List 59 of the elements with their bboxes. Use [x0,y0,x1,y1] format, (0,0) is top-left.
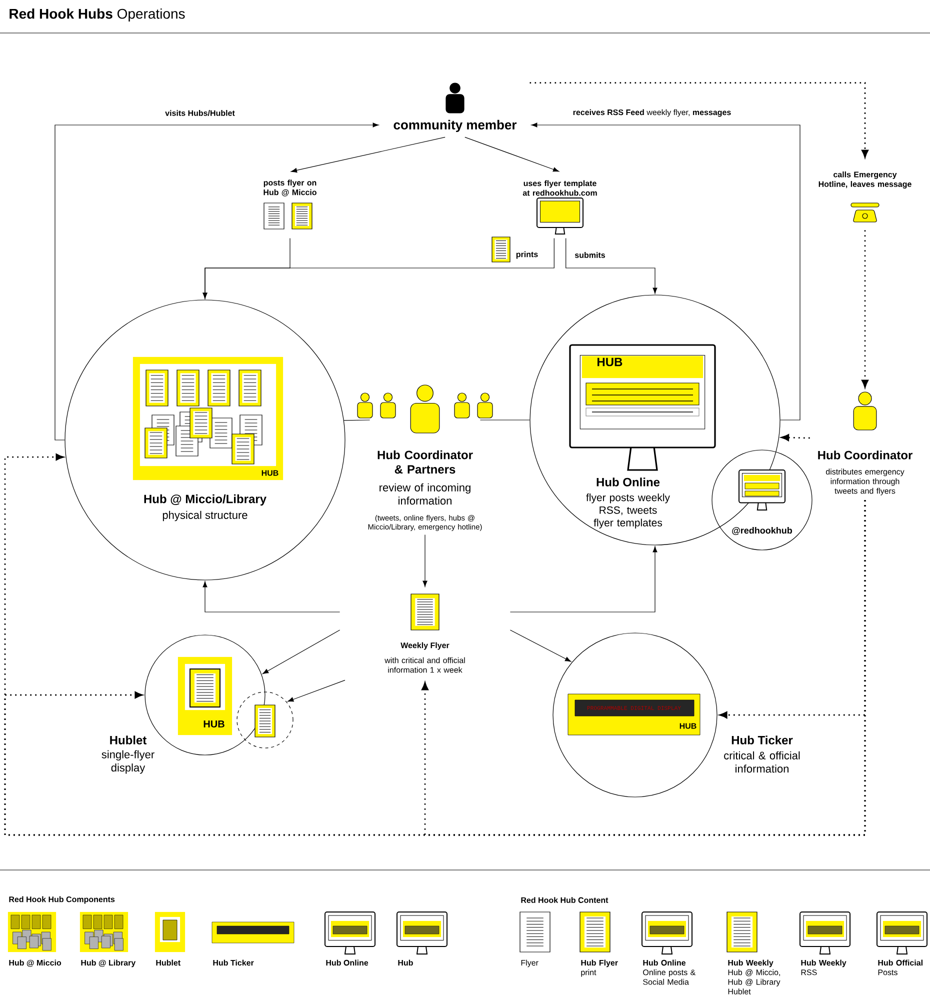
legend-label: Hub Official Posts [878,960,922,976]
section-heading: Red Hook Hub Content [521,897,608,903]
legend-label: Hub Online Online posts & Social Media [643,960,696,985]
legend-label: Hub Ticker [213,960,254,966]
legend-label: Hub @ Library [81,960,136,968]
legend-label: Hub Weekly Hub @ Miccio, Hub @ Library Hublet [728,960,780,994]
legend-label: Hub Weekly RSS [801,960,846,976]
legend-label: Flyer [521,960,538,968]
hub-lettering: HUB [262,470,278,476]
node-heading: Hub Coordinator & Partners [378,450,473,474]
arrow [862,230,868,388]
edge-label: prints [515,250,539,260]
node-heading: Hub @ Miccio/Library [144,494,266,506]
hub-lettering: HUB [204,720,224,728]
arrow [781,434,810,442]
arrow [202,581,340,612]
arrow [422,534,428,587]
node-text: uses flyer template at redhookhub.com [522,180,597,196]
arrow [531,122,800,420]
legend-label: Hub Online [326,960,368,966]
arrow [422,500,866,836]
node-text: critical & official information [724,751,800,773]
arrow [566,238,658,294]
connector-line [344,420,370,421]
node-heading: Hublet [110,736,147,744]
node-text: community member [394,120,517,132]
node-heading: Hub Coordinator [818,450,912,460]
hub-lettering: HUB [680,723,696,729]
arrow [464,136,560,172]
title: Red Hook Hubs Operations [10,8,185,22]
node-text: distributes emergency information through tweets and flyers [826,468,904,496]
legend-label: Hublet [156,960,180,966]
legend-label: Hub @ Miccio [9,960,62,967]
node-heading: Hub Ticker [732,736,793,744]
legend-label: Hub [398,960,413,966]
section-heading: Red Hook Hub Components [9,896,115,904]
node-text: single-flyer display [102,750,154,774]
arrow [262,630,340,674]
node-text: calls Emergency Hotline, leaves message [818,171,912,189]
node-text: review of incoming information [380,483,470,505]
arrow [510,546,658,612]
node-heading: Hub Online [596,478,660,486]
legend-label: Hub Flyer print [581,960,618,977]
arrow [54,122,379,440]
node-text: with critical and official information 1 x week [384,657,465,673]
edge-label: submits [574,252,606,258]
arrow [510,630,572,662]
arrow [290,136,446,173]
node-text: posts flyer on Hub @ Miccio [264,180,316,196]
arrow [288,680,346,702]
arrow [530,82,868,158]
hub-lettering: HUB [598,358,622,366]
arrow [202,238,554,299]
node-text: @redhookhub [732,527,792,535]
node-text: flyer posts weekly RSS, tweets flyer templates [586,494,670,528]
edge-label: visits Hubs/Hublet [164,110,236,116]
node-text: physical structure [162,510,248,522]
edge-label: receives RSS Feed weekly flyer, messages [572,108,732,118]
node-heading: Weekly Flyer [400,642,450,650]
